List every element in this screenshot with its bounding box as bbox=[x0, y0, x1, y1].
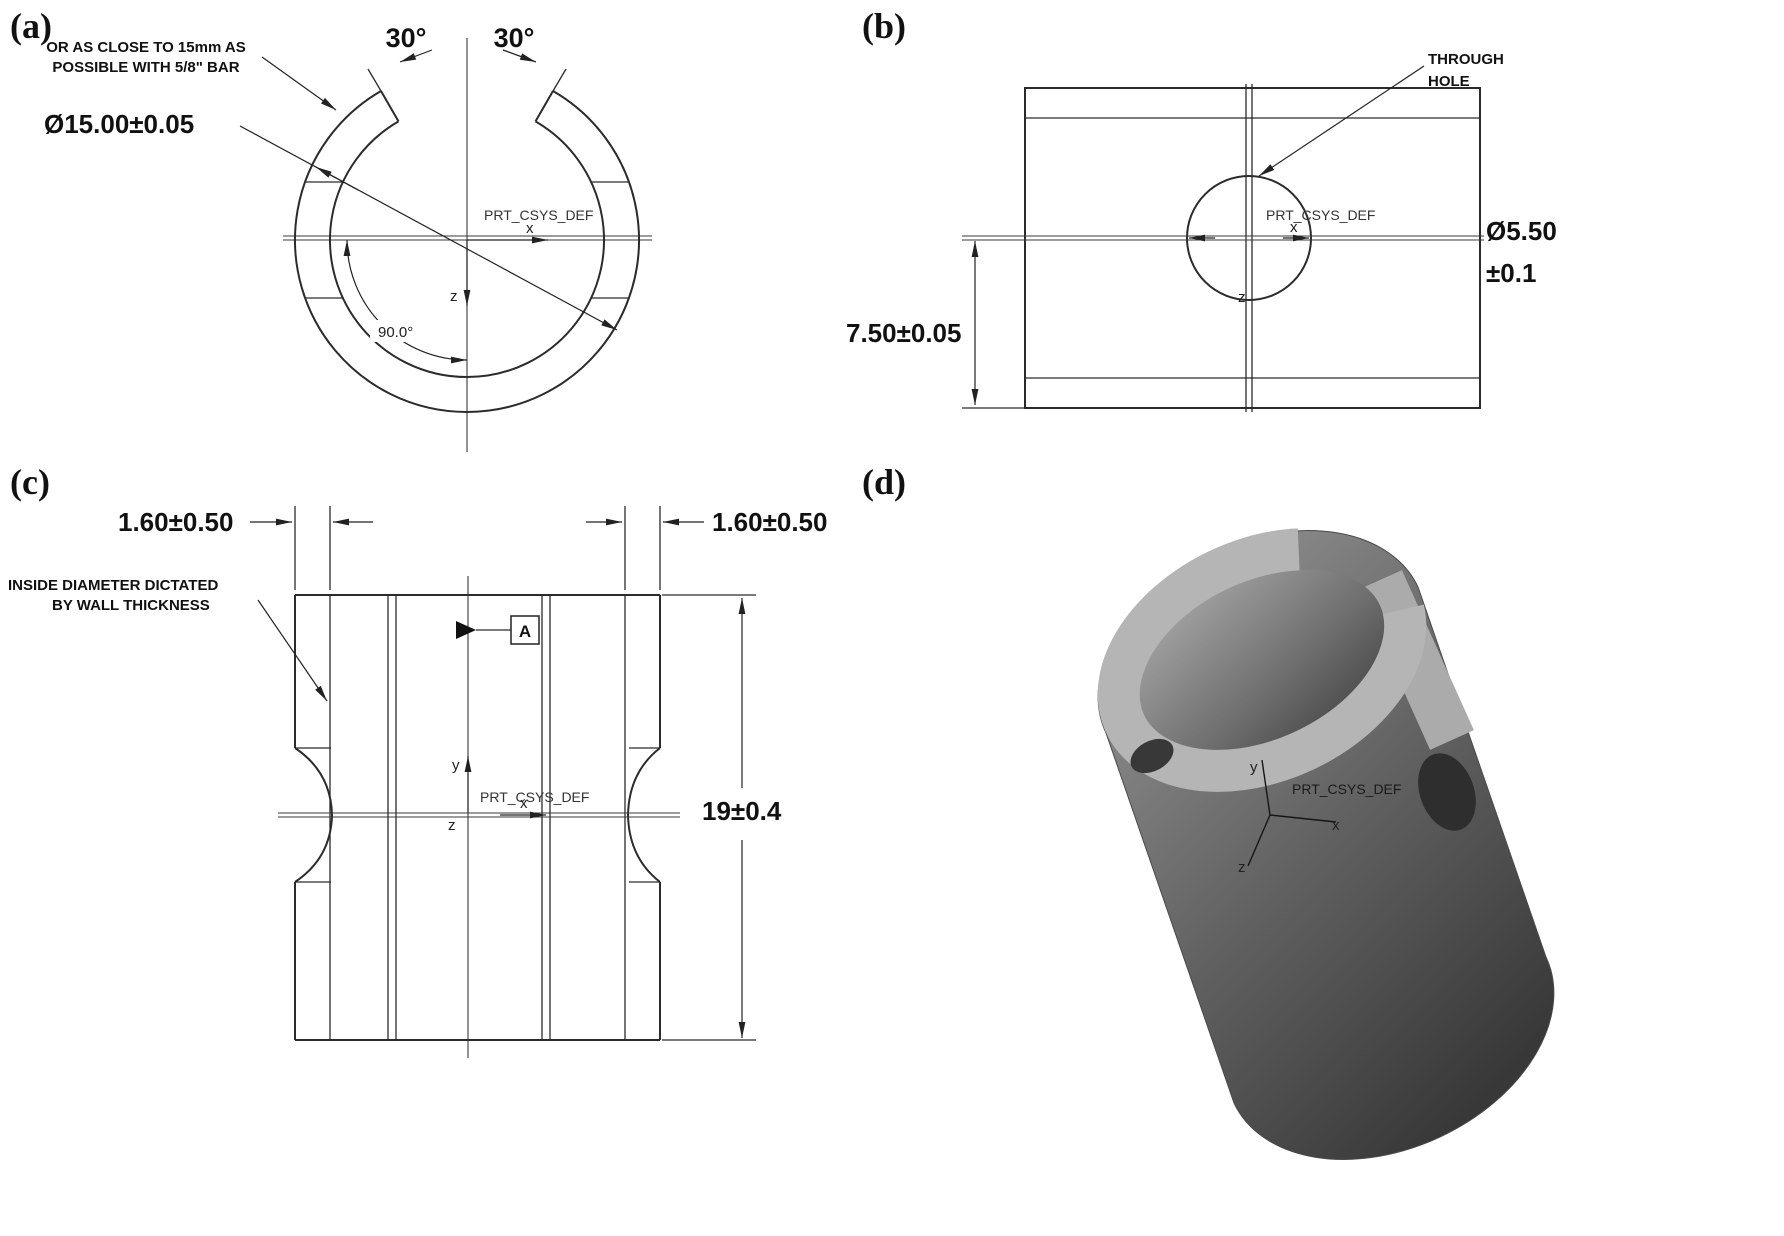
angle-left-text: 30° bbox=[386, 23, 427, 53]
bar-note-line2: POSSIBLE WITH 5/8" BAR bbox=[52, 59, 239, 76]
height-dimension: 19±0.4 bbox=[662, 594, 782, 1041]
angle-right-text: 30° bbox=[494, 23, 535, 53]
csys-c-z-label: z bbox=[448, 817, 456, 834]
through-hole-text-line1: THROUGH bbox=[1428, 51, 1504, 68]
far-wall-hole bbox=[1130, 738, 1174, 774]
panel-a: (a) OR AS CLOSE TO 15mm AS POSSIBLE WITH… bbox=[10, 6, 652, 452]
csys-d-label: PRT_CSYS_DEF bbox=[1292, 781, 1401, 797]
hole-dia-value-text: Ø5.50 bbox=[1486, 216, 1557, 246]
panel-c: (c) bbox=[8, 462, 827, 1058]
slot-angle-dimensions: 30° 30° bbox=[386, 23, 537, 63]
csys-b-x-label: x bbox=[1290, 219, 1298, 236]
csys-b-z-label: z bbox=[1238, 289, 1246, 306]
inner-diameter-dimension: Ø15.00±0.05 bbox=[44, 109, 618, 331]
csys-b-label: PRT_CSYS_DEF bbox=[1266, 207, 1375, 223]
csys-a-z-label: z bbox=[450, 288, 458, 305]
right-hole-notch bbox=[626, 747, 661, 883]
render-3d: y x z PRT_CSYS_DEF bbox=[1097, 528, 1555, 1160]
csys-a-x-label: x bbox=[526, 220, 534, 237]
left-hole-notch bbox=[294, 747, 334, 883]
datum-flag: A bbox=[456, 615, 540, 645]
panel-b: (b) Ø5.50 ±0.1 THROUGH HOLE bbox=[846, 6, 1557, 412]
quarter-arc-dimension: 90.0° bbox=[343, 239, 468, 364]
hole-diameter-dimension: Ø5.50 ±0.1 bbox=[1189, 216, 1557, 288]
panel-c-label: (c) bbox=[10, 462, 50, 502]
csys-d-z-label: z bbox=[1238, 859, 1246, 876]
hole-dia-tol-text: ±0.1 bbox=[1486, 258, 1536, 288]
through-hole-text-line2: HOLE bbox=[1428, 73, 1470, 90]
bar-note-line1: OR AS CLOSE TO 15mm AS bbox=[46, 39, 246, 56]
bar-note-leader bbox=[261, 56, 337, 111]
csys-c-y-label: y bbox=[452, 757, 460, 774]
through-hole-leader bbox=[1258, 65, 1425, 177]
through-hole-callout: THROUGH HOLE bbox=[1258, 51, 1504, 177]
id-note-line2: BY WALL THICKNESS bbox=[52, 597, 210, 614]
datum-triangle-icon bbox=[456, 621, 476, 639]
csys-c-label: PRT_CSYS_DEF bbox=[480, 789, 589, 805]
csys-b: PRT_CSYS_DEF x z bbox=[1238, 207, 1375, 306]
datum-letter: A bbox=[519, 622, 531, 641]
id-note-leader bbox=[257, 599, 328, 702]
arc-dim-text: 90.0° bbox=[378, 324, 413, 341]
side-view-outline bbox=[1024, 84, 1481, 412]
inner-diameter-text: Ø15.00±0.05 bbox=[44, 109, 194, 139]
offset-dim-text: 7.50±0.05 bbox=[846, 318, 961, 348]
centerlines-b bbox=[962, 235, 1484, 241]
panel-b-label: (b) bbox=[862, 6, 906, 46]
centerlines-c bbox=[278, 576, 680, 1058]
wall-thickness-dimensions: 1.60±0.50 1.60±0.50 bbox=[118, 506, 827, 590]
inside-diameter-note: INSIDE DIAMETER DICTATED BY WALL THICKNE… bbox=[8, 577, 328, 702]
through-hole-circle bbox=[1186, 175, 1312, 301]
offset-dimension: 7.50±0.05 bbox=[846, 241, 1025, 409]
slotted-ring-outline bbox=[294, 68, 640, 413]
panel-d: (d) y x z PRT_CSYS_DEF bbox=[862, 462, 1555, 1160]
csys-d: y x z PRT_CSYS_DEF bbox=[1238, 759, 1401, 876]
csys-d-y-label: y bbox=[1250, 759, 1258, 776]
panel-d-label: (d) bbox=[862, 462, 906, 502]
csys-c-x-label: x bbox=[520, 795, 528, 812]
wall-dim-right-text: 1.60±0.50 bbox=[712, 507, 827, 537]
csys-c: y PRT_CSYS_DEF z x bbox=[448, 756, 589, 834]
csys-a-label: PRT_CSYS_DEF bbox=[484, 207, 593, 223]
side-through-hole bbox=[1418, 753, 1476, 831]
id-note-line1: INSIDE DIAMETER DICTATED bbox=[8, 577, 218, 594]
csys-a: PRT_CSYS_DEF x z bbox=[450, 207, 593, 306]
height-dim-text: 19±0.4 bbox=[702, 796, 782, 826]
csys-d-x-label: x bbox=[1332, 817, 1340, 834]
bar-note: OR AS CLOSE TO 15mm AS POSSIBLE WITH 5/8… bbox=[46, 39, 337, 111]
panel-a-label: (a) bbox=[10, 6, 52, 46]
arc-dim-text-bg bbox=[370, 320, 424, 342]
wall-dim-left-text: 1.60±0.50 bbox=[118, 507, 233, 537]
bore-interior bbox=[1139, 569, 1385, 751]
